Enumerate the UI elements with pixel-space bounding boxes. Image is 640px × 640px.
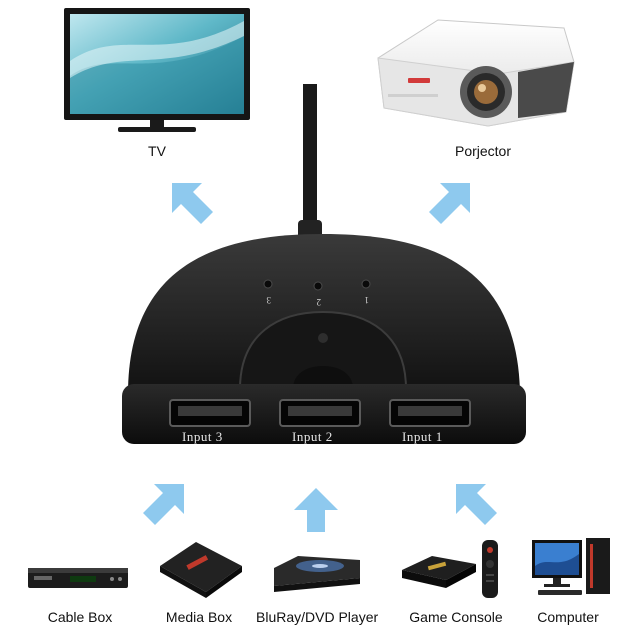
game-console-icon <box>402 540 498 598</box>
tv-label: TV <box>148 143 166 159</box>
arrow-icon <box>294 488 338 532</box>
led-label: 3 <box>266 295 271 305</box>
computer-label: Computer <box>537 609 599 625</box>
hdmi-port-1[interactable] <box>389 399 471 427</box>
media-box-icon <box>160 542 242 598</box>
computer-icon <box>532 538 610 595</box>
cable-box-label: Cable Box <box>47 609 113 625</box>
cable-box-icon <box>28 568 128 588</box>
projector-label: Porjector <box>454 143 512 159</box>
bluray-label: BluRay/DVD Player <box>256 609 379 625</box>
port-label: Input 2 <box>292 429 333 444</box>
hdmi-port-3[interactable] <box>169 399 251 427</box>
port-label: Input 3 <box>182 429 223 444</box>
game-console-label: Game Console <box>409 609 503 625</box>
arrow-icon <box>456 484 497 525</box>
projector-icon <box>377 19 575 127</box>
hdmi-port-2[interactable] <box>279 399 361 427</box>
led-label: 2 <box>317 297 322 307</box>
bluray-player-icon <box>274 556 360 592</box>
media-box-label: Media Box <box>165 609 233 625</box>
led-label: 1 <box>365 295 370 305</box>
tv-icon <box>64 8 250 132</box>
hdmi-switch: 3 2 1 Input 3 Input 2 Input 1 <box>122 84 526 444</box>
port-label: Input 1 <box>402 429 443 444</box>
arrow-icon <box>143 484 184 525</box>
arrow-icon <box>172 183 213 224</box>
arrow-icon <box>429 183 470 224</box>
